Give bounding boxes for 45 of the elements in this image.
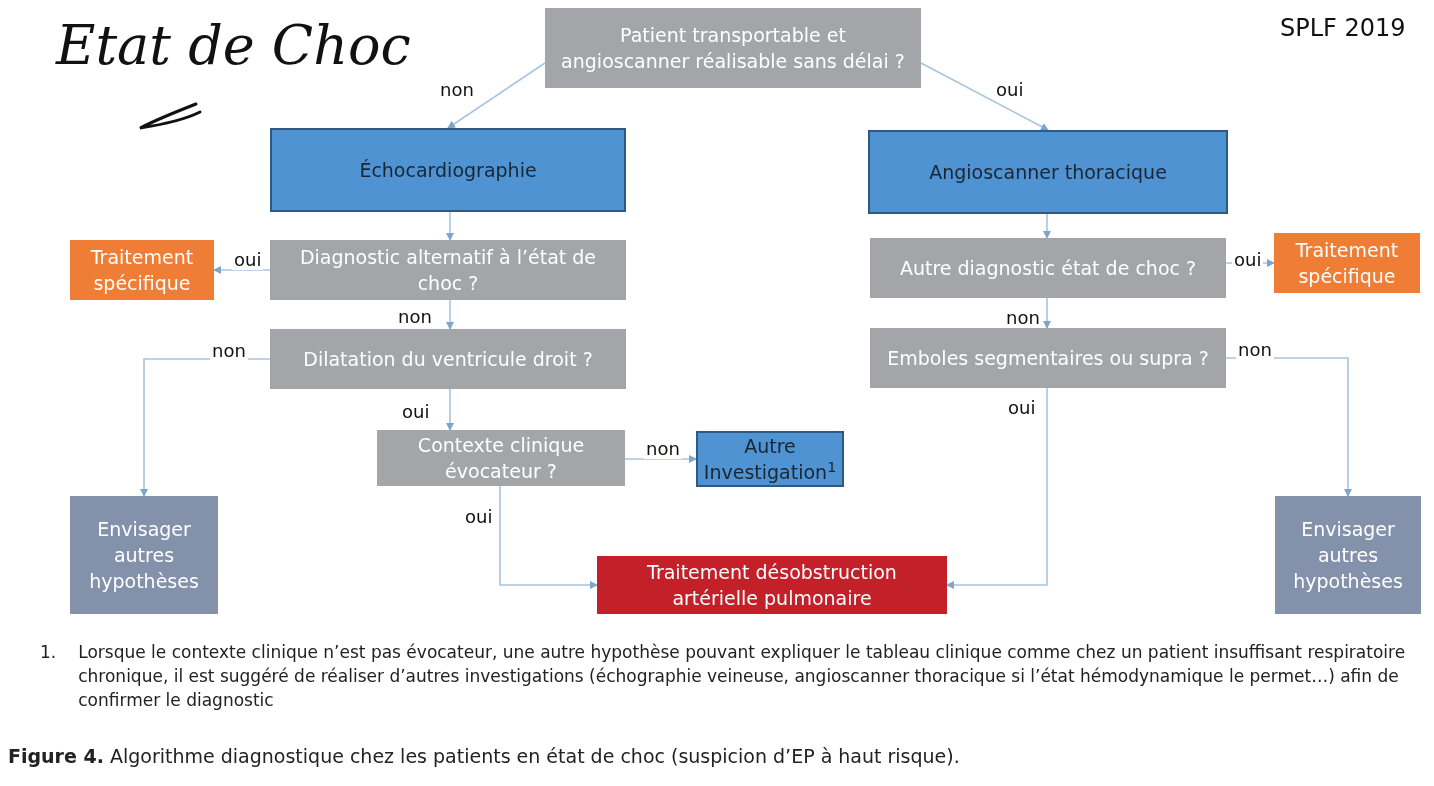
source-label: SPLF 2019 <box>1280 13 1406 44</box>
node-text: Autre Investigation$^{1}$ <box>703 434 837 485</box>
node-text: Traitement spécifique <box>89 245 195 296</box>
connector-arrow <box>446 211 454 241</box>
node-text: Contexte clinique évocateur ? <box>416 433 586 484</box>
decision-box <box>270 240 626 300</box>
connector-arrow <box>920 62 1049 131</box>
connector-arrow <box>499 485 598 589</box>
process-box <box>696 431 844 487</box>
decision-box <box>870 238 1226 298</box>
process-box <box>270 128 626 212</box>
node-text: Envisager autres hypothèses <box>88 517 200 594</box>
outcome-box <box>1275 496 1421 614</box>
connector-arrow <box>1043 213 1051 239</box>
connector-arrow <box>1043 297 1051 329</box>
edge-label: oui <box>232 250 264 270</box>
footnote-text: Lorsque le contexte clinique n’est pas évocateur, une autre hypothèse pouvant expliquer le tableau clinique comme chez un patient insuffisant respiratoire chronique, il est suggéré de réaliser d’autres investigations (échographie veineuse, angioscanner thoracique si l’état hémodynamique le permet…) afin de confirmer le diagnostic <box>78 641 1407 712</box>
outcome-box <box>70 496 218 614</box>
node-text: Traitement désobstruction artérielle pulmonaire <box>646 560 898 611</box>
footnote-number: 1. <box>40 641 57 664</box>
connector-arrow <box>946 387 1048 589</box>
connector-arrow <box>447 62 546 129</box>
connector-arrow <box>213 266 271 274</box>
figure-caption: Figure 4. Algorithme diagnostique chez les patients en état de choc (suspicion d’EP à haut risque). <box>8 744 960 769</box>
connector-arrow <box>446 388 454 431</box>
node-text: Dilatation du ventricule droit ? <box>303 347 593 372</box>
node-text: Patient transportable et angioscanner réalisable sans délai ? <box>560 23 906 74</box>
node-text: Traitement spécifique <box>1294 238 1400 289</box>
process-box <box>868 130 1228 214</box>
treatment-box <box>597 556 947 614</box>
treatment-box <box>1274 233 1420 293</box>
node-text: Angioscanner thoracique <box>929 160 1167 185</box>
node-text: Emboles segmentaires ou supra ? <box>887 346 1209 371</box>
node-text: Envisager autres hypothèses <box>1292 517 1404 594</box>
treatment-box <box>70 240 214 300</box>
decision-box <box>545 8 921 88</box>
connector-arrow <box>446 299 454 330</box>
node-text: Échocardiographie <box>359 158 537 183</box>
node-text: Diagnostic alternatif à l’état de choc ? <box>298 245 598 296</box>
decision-box <box>870 328 1226 388</box>
node-text: Autre diagnostic état de choc ? <box>899 256 1197 281</box>
connector-arrow <box>624 455 697 463</box>
handwritten-title: Etat de Choc <box>56 14 411 78</box>
decision-box <box>377 430 625 486</box>
decision-box <box>270 329 626 389</box>
